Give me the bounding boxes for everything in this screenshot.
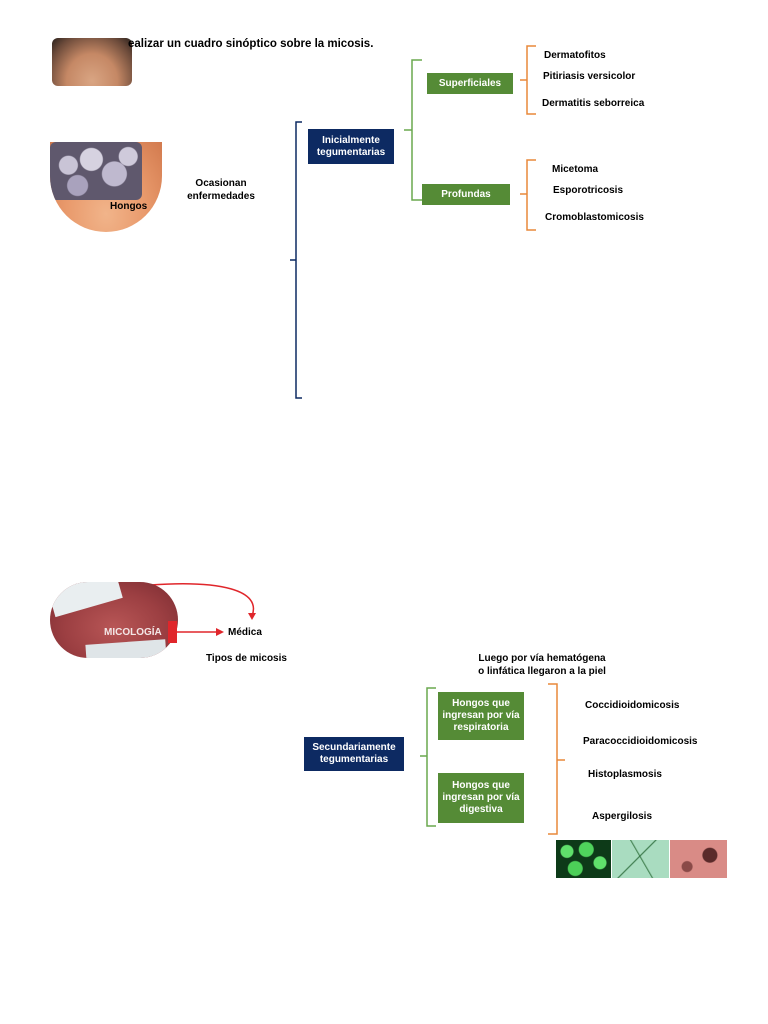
prof-item-esporotricosis: Esporotricosis <box>553 185 624 196</box>
sup-item-pitiriasis: Pitiriasis versicolor <box>543 71 636 82</box>
white-cloth <box>50 582 123 618</box>
sup-item-dermatofitos: Dermatofitos <box>544 50 606 61</box>
medica-text: Médica <box>228 627 262 638</box>
hongos-photo <box>50 142 162 232</box>
item-aspergilosis: Aspergilosis <box>592 811 653 822</box>
microscopy-tissue-image <box>670 840 727 878</box>
sup-item-dermatitis: Dermatitis seborreica <box>542 98 645 109</box>
digestiva-box: Hongos que ingresan por vía digestiva <box>438 773 524 823</box>
red-marker <box>168 621 177 643</box>
micologia-label: MICOLOGÍA <box>104 627 162 638</box>
item-histoplasmosis: Histoplasmosis <box>588 769 662 780</box>
luego-text: Luego por vía hematógena o linfática lle… <box>478 653 606 677</box>
superficiales-box: Superficiales <box>427 73 513 94</box>
spores-image <box>50 142 142 200</box>
prof-item-cromoblastomicosis: Cromoblastomicosis <box>545 212 644 223</box>
microscopy-hyphae-image <box>612 840 669 878</box>
face-photo <box>52 38 132 86</box>
tipos-text: Tipos de micosis <box>206 653 287 664</box>
ocasionan-text: Ocasionan enfermedades <box>187 178 255 202</box>
item-paracoccidioidomicosis: Paracoccidioidomicosis <box>583 736 698 747</box>
profundas-box: Profundas <box>422 184 510 205</box>
inicialmente-box: Inicialmente tegumentarias <box>308 129 394 164</box>
item-coccidioidomicosis: Coccidioidomicosis <box>585 700 680 711</box>
hongos-label: Hongos <box>110 201 148 212</box>
secundariamente-box: Secundariamente tegumentarias <box>304 737 404 771</box>
micologia-photo <box>50 582 178 658</box>
prof-item-micetoma: Micetoma <box>552 164 599 175</box>
microscopy-green-image <box>556 840 611 878</box>
respiratoria-box: Hongos que ingresan por vía respiratoria <box>438 692 524 740</box>
white-cloth-bottom <box>85 639 167 658</box>
page-title: ealizar un cuadro sinóptico sobre la mic… <box>128 38 374 50</box>
